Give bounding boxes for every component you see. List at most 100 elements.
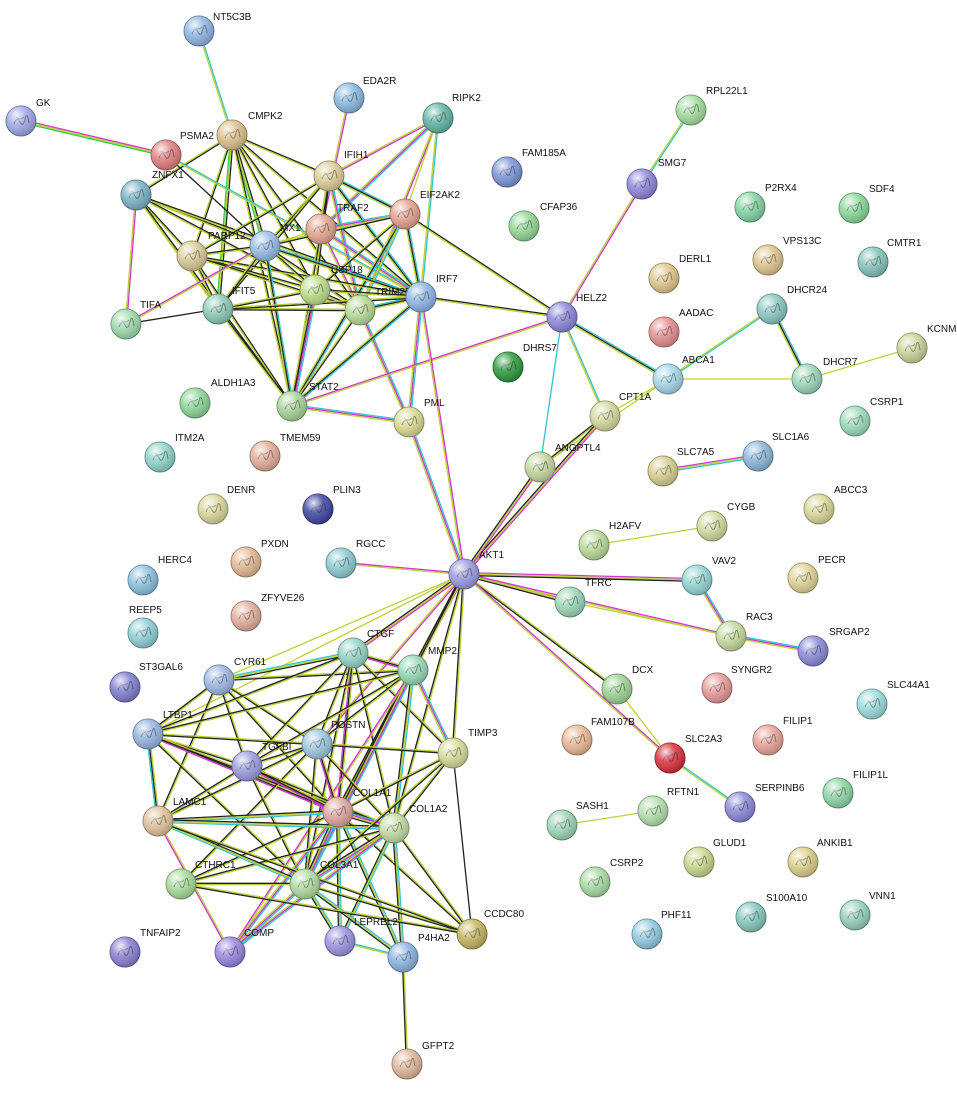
node-denr[interactable]: DENR bbox=[197, 485, 255, 525]
node-cmtr1[interactable]: CMTR1 bbox=[857, 238, 922, 278]
node-cthrc1[interactable]: CTHRC1 bbox=[165, 860, 236, 900]
node-plin3[interactable]: PLIN3 bbox=[302, 485, 361, 525]
node-parp12[interactable]: PARP12 bbox=[176, 231, 246, 272]
node-mx1[interactable]: MX1 bbox=[249, 223, 301, 262]
node-irf7[interactable]: IRF7 bbox=[405, 274, 458, 313]
node-eif2ak2[interactable]: EIF2AK2 bbox=[389, 190, 460, 230]
node-pml[interactable]: PML bbox=[393, 398, 445, 438]
node-tgfbi[interactable]: TGFBI bbox=[231, 742, 291, 782]
node-srgap2[interactable]: SRGAP2 bbox=[797, 627, 870, 667]
edge-col1a2-timp3 bbox=[392, 752, 455, 829]
node-dcx[interactable]: DCX bbox=[601, 665, 653, 705]
node-sash1[interactable]: SASH1 bbox=[546, 801, 609, 841]
edge-line-textmining bbox=[157, 820, 395, 829]
node-gk[interactable]: GK bbox=[5, 98, 51, 137]
node-rgcc[interactable]: RGCC bbox=[325, 539, 385, 579]
node-smg7[interactable]: SMG7 bbox=[626, 158, 687, 200]
node-col1a1[interactable]: COL1A1 bbox=[322, 788, 392, 828]
node-reep5[interactable]: REEP5 bbox=[127, 605, 162, 649]
node-filip1[interactable]: FILIP1 bbox=[752, 716, 813, 756]
node-aldh1a3[interactable]: ALDH1A3 bbox=[179, 378, 256, 419]
node-ankib1[interactable]: ANKIB1 bbox=[787, 838, 853, 878]
node-glud1[interactable]: GLUD1 bbox=[683, 838, 747, 878]
node-abcc3[interactable]: ABCC3 bbox=[803, 485, 868, 525]
node-vnn1[interactable]: VNN1 bbox=[839, 891, 896, 931]
node-sdf4[interactable]: SDF4 bbox=[838, 184, 895, 224]
node-dhcr7[interactable]: DHCR7 bbox=[791, 357, 858, 395]
node-csrp2[interactable]: CSRP2 bbox=[579, 858, 644, 898]
node-herc4[interactable]: HERC4 bbox=[127, 555, 192, 596]
node-derl1[interactable]: DERL1 bbox=[648, 254, 712, 294]
node-rftn1[interactable]: RFTN1 bbox=[637, 787, 700, 827]
node-pxdn[interactable]: PXDN bbox=[230, 539, 289, 578]
node-abca1[interactable]: ABCA1 bbox=[652, 355, 715, 395]
node-vps13c[interactable]: VPS13C bbox=[752, 236, 821, 276]
node-itm2a[interactable]: ITM2A bbox=[144, 433, 205, 473]
node-serpinb6[interactable]: SERPINB6 bbox=[724, 783, 805, 823]
node-tifa[interactable]: TIFA bbox=[110, 300, 161, 340]
node-st3gal6[interactable]: ST3GAL6 bbox=[109, 662, 183, 703]
node-fam185a[interactable]: FAM185A bbox=[491, 148, 566, 188]
node-stat2[interactable]: STAT2 bbox=[276, 382, 339, 422]
node-dhcr24[interactable]: DHCR24 bbox=[756, 285, 827, 325]
node-usp18[interactable]: USP18 bbox=[299, 265, 363, 306]
node-s100a10[interactable]: S100A10 bbox=[735, 893, 808, 933]
node-shading bbox=[655, 743, 685, 773]
node-h2afv[interactable]: H2AFV bbox=[578, 521, 642, 561]
node-ccdc80[interactable]: CCDC80 bbox=[456, 909, 524, 950]
node-csrp1[interactable]: CSRP1 bbox=[839, 397, 904, 437]
node-slc44a1[interactable]: SLC44A1 bbox=[856, 680, 930, 720]
node-filip1l[interactable]: FILIP1L bbox=[822, 770, 888, 809]
node-slc2a3[interactable]: SLC2A3 bbox=[654, 734, 723, 774]
node-leprel2[interactable]: LEPREL2 bbox=[324, 917, 398, 957]
node-gfpt2[interactable]: GFPT2 bbox=[391, 1041, 455, 1080]
node-eda2r[interactable]: EDA2R bbox=[333, 76, 396, 114]
node-slc7a5[interactable]: SLC7A5 bbox=[647, 447, 715, 487]
edge-line-textmining bbox=[453, 574, 466, 754]
node-akt1[interactable]: AKT1 bbox=[448, 550, 504, 590]
node-postn[interactable]: POSTN bbox=[301, 720, 365, 760]
node-vav2[interactable]: VAV2 bbox=[681, 556, 737, 596]
node-cygb[interactable]: CYGB bbox=[696, 502, 756, 542]
node-shading bbox=[423, 103, 453, 133]
node-timp3[interactable]: TIMP3 bbox=[437, 728, 498, 769]
node-rpl22l1[interactable]: RPL22L1 bbox=[675, 86, 748, 126]
node-helz2[interactable]: HELZ2 bbox=[546, 293, 608, 333]
node-ltbp1[interactable]: LTBP1 bbox=[132, 710, 193, 750]
node-aadac[interactable]: AADAC bbox=[648, 308, 713, 348]
node-ctgf[interactable]: CTGF bbox=[337, 629, 394, 669]
node-tmem59[interactable]: TMEM59 bbox=[249, 433, 321, 472]
node-syngr2[interactable]: SYNGR2 bbox=[701, 665, 773, 704]
node-slc1a6[interactable]: SLC1A6 bbox=[742, 432, 810, 472]
node-p2rx4[interactable]: P2RX4 bbox=[734, 183, 797, 223]
node-comp[interactable]: COMP bbox=[214, 928, 274, 968]
node-phf11[interactable]: PHF11 bbox=[631, 910, 692, 950]
node-psma2[interactable]: PSMA2 bbox=[150, 131, 214, 171]
edge-line-textmining bbox=[290, 309, 360, 406]
node-mmp2[interactable]: MMP2 bbox=[397, 646, 457, 686]
node-p4ha2[interactable]: P4HA2 bbox=[387, 933, 450, 973]
node-znfx1[interactable]: ZNFX1 bbox=[120, 170, 184, 211]
node-cmpk2[interactable]: CMPK2 bbox=[216, 111, 283, 151]
node-fam107b[interactable]: FAM107B bbox=[561, 717, 635, 756]
node-zfyve26[interactable]: ZFYVE26 bbox=[230, 593, 305, 632]
node-cyr61[interactable]: CYR61 bbox=[203, 657, 267, 696]
node-rac3[interactable]: RAC3 bbox=[715, 612, 773, 652]
node-tnfaip2[interactable]: TNFAIP2 bbox=[109, 928, 181, 968]
node-lamc1[interactable]: LAMC1 bbox=[142, 797, 207, 837]
node-col3a1[interactable]: COL3A1 bbox=[289, 860, 359, 900]
node-pecr[interactable]: PECR bbox=[787, 555, 846, 594]
node-ifit5[interactable]: IFIT5 bbox=[202, 286, 256, 325]
node-col1a2[interactable]: COL1A2 bbox=[378, 804, 448, 844]
node-cpt1a[interactable]: CPT1A bbox=[589, 392, 652, 432]
node-tfrc[interactable]: TFRC bbox=[554, 578, 612, 618]
node-trim25[interactable]: TRIM25 bbox=[344, 287, 411, 326]
node-cfap36[interactable]: CFAP36 bbox=[508, 202, 578, 242]
node-kcnmb[interactable]: KCNM bbox=[896, 324, 956, 364]
node-ripk2[interactable]: RIPK2 bbox=[422, 93, 481, 134]
node-ifih1[interactable]: IFIH1 bbox=[313, 150, 369, 192]
node-angptl4[interactable]: ANGPTL4 bbox=[524, 443, 601, 483]
node-nt5c3b[interactable]: NT5C3B bbox=[183, 12, 252, 47]
node-dhrs7[interactable]: DHRS7 bbox=[492, 343, 557, 383]
node-traf2[interactable]: TRAF2 bbox=[305, 203, 369, 245]
